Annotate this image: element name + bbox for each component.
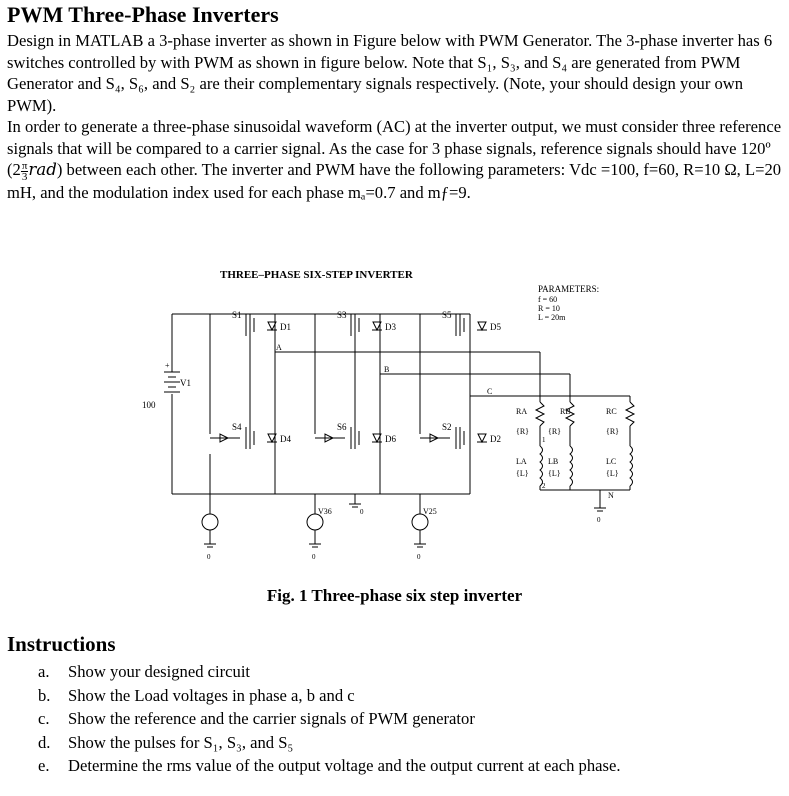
instruction-text: Show the Load voltages in phase a, b and… <box>68 685 355 705</box>
instruction-item: e. Determine the rms value of the output … <box>38 754 620 778</box>
res-label-rc: RC <box>606 407 617 416</box>
instructions-list: a. Show your designed circuit b. Show the … <box>38 660 620 778</box>
instruction-text: Show your designed circuit <box>68 662 251 681</box>
node-label-b: B <box>384 365 389 374</box>
source-value: 100 <box>142 400 156 410</box>
pulse-label-v25: V25 <box>423 507 437 516</box>
fraction-numerator: π <box>20 159 29 172</box>
ind-label-lb: LB <box>548 457 558 466</box>
instruction-text: Show the reference and the carrier signa… <box>68 709 475 728</box>
instruction-item: b. Show the Load voltages in phase a, b a… <box>38 684 620 708</box>
ground-value-1: 0 <box>207 553 211 561</box>
source-label: V1 <box>180 378 191 388</box>
page-title: PWM Three-Phase Inverters <box>7 2 279 27</box>
source-plus: + <box>165 361 170 370</box>
paragraph-parameters: In order to generate a three-phase sinus… <box>7 116 782 203</box>
pin-2-a: 2 <box>542 482 546 490</box>
instruction-marker: c. <box>38 709 50 728</box>
ground-value-2: 0 <box>312 553 316 561</box>
instruction-item: d. Show the pulses for S₁, S₃, and S₅ <box>38 731 620 755</box>
ground-value-3: 0 <box>417 553 421 561</box>
res-value-a: {R} <box>516 427 529 436</box>
ground-value-4: 0 <box>360 508 364 516</box>
figure-caption: Fig. 1 Three-phase six step inverter <box>266 586 523 605</box>
ind-value-c: {L} <box>606 469 619 478</box>
problem-statement: Design in MATLAB a 3-phase inverter as s… <box>7 30 782 203</box>
instruction-marker: d. <box>38 732 51 752</box>
node-label-n: N <box>608 491 614 500</box>
ind-label-lc: LC <box>606 457 616 466</box>
diode-label-d5: D5 <box>490 322 501 332</box>
node-label-a: A <box>276 343 282 352</box>
pin-1-a: 1 <box>542 436 546 444</box>
figure-heading: THREE–PHASE SIX-STEP INVERTER <box>220 269 414 281</box>
instruction-item: c. Show the reference and the carrier sig… <box>38 707 620 731</box>
instruction-item: a. Show your designed circuit <box>38 660 620 684</box>
res-value-c: {R} <box>606 427 619 436</box>
diode-label-d6: D6 <box>385 434 396 444</box>
instruction-marker: a. <box>38 662 50 681</box>
parameters-title: PARAMETERS: <box>538 284 599 294</box>
res-label-rb: RB <box>560 407 571 416</box>
instruction-marker: e. <box>38 756 50 775</box>
switch-label-s3: S3 <box>337 310 347 320</box>
inverter-schematic: THREE–PHASE SIX-STEP INVERTER PARAMETERS… <box>142 269 636 561</box>
diode-label-d1: D1 <box>280 322 291 332</box>
fraction-denominator: 3 <box>21 170 28 183</box>
ground-value-5: 0 <box>597 516 601 524</box>
diode-label-d3: D3 <box>385 322 396 332</box>
param-f: f = 60 <box>538 295 557 304</box>
switch-label-s5: S5 <box>442 310 452 320</box>
node-label-c: C <box>487 387 492 396</box>
instruction-text: Determine the rms value of the output vo… <box>68 756 621 775</box>
parameters-text-end: ) between each other. The inverter and P… <box>7 160 782 202</box>
paragraph-design: Design in MATLAB a 3-phase inverter as s… <box>7 31 773 115</box>
diode-label-d2: D2 <box>490 434 501 444</box>
ind-value-b: {L} <box>548 469 561 478</box>
instruction-marker: b. <box>38 685 51 705</box>
diode-label-d4: D4 <box>280 434 291 444</box>
switch-label-s6: S6 <box>337 422 347 432</box>
switch-label-s1: S1 <box>232 310 242 320</box>
ind-value-a: {L} <box>516 469 529 478</box>
ind-label-la: LA <box>516 457 527 466</box>
rad-unit: rad <box>28 160 57 179</box>
res-value-b: {R} <box>548 427 561 436</box>
param-r: R = 10 <box>538 304 560 313</box>
parameters-text-start: In order to generate a three-phase sinus… <box>7 117 782 179</box>
instruction-text: Show the pulses for S₁, S₃, and S₅ <box>68 732 294 752</box>
pulse-label-v36: V36 <box>318 507 332 516</box>
switch-label-s2: S2 <box>442 422 452 432</box>
instructions-title: Instructions <box>7 632 116 656</box>
param-l: L = 20m <box>538 313 566 322</box>
res-label-ra: RA <box>516 407 527 416</box>
switch-label-s4: S4 <box>232 422 242 432</box>
